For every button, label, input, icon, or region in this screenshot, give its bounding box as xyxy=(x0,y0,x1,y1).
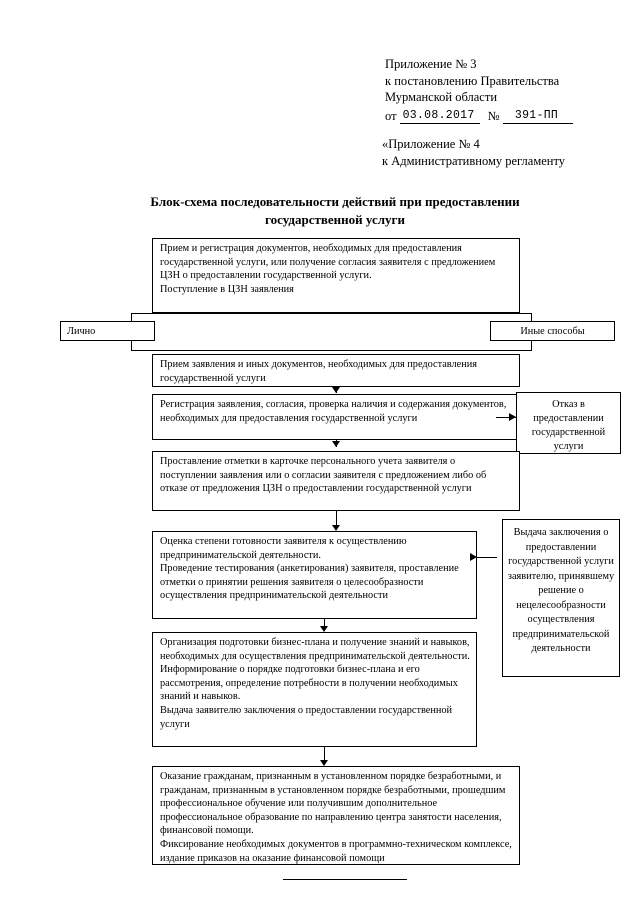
appendix-header: Приложение № 3 к постановлению Правитель… xyxy=(385,56,635,124)
flow-box-financial-assistance: Оказание гражданам, признанным в установ… xyxy=(152,766,520,865)
date-label: от xyxy=(385,108,397,123)
number-label: № xyxy=(487,108,500,123)
flow-box-intake: Прием и регистрация документов, необходи… xyxy=(152,238,520,313)
bottom-separator-rule xyxy=(283,879,407,880)
inner-appendix-header: «Приложение № 4 к Административному регл… xyxy=(382,136,637,169)
connector-box3-to-refusal xyxy=(496,417,516,418)
connector-box4-to-box5 xyxy=(336,511,337,529)
flow-label-other-methods: Иные способы xyxy=(490,321,615,341)
appendix-authority-line: к постановлению Правительства xyxy=(385,73,560,88)
appendix-region-line: Мурманской области xyxy=(385,90,498,104)
inner-appendix-number-line: «Приложение № 4 xyxy=(382,137,480,151)
page-title-line2: государственной услуги xyxy=(265,212,405,227)
flow-box-service-refusal: Отказ в предоставлении государственной у… xyxy=(516,392,621,454)
arrow-box5-to-conclusion xyxy=(470,553,477,561)
connector-box5-to-box6 xyxy=(324,619,325,631)
branch-bottom-horizontal xyxy=(131,350,532,351)
branch-top-horizontal xyxy=(131,313,532,314)
flow-box-readiness-assessment: Оценка степени готовности заявителя к ос… xyxy=(152,531,477,619)
inner-appendix-reglament-line: к Административному регламенту xyxy=(382,153,566,168)
arrow-box2-to-box3 xyxy=(332,387,340,393)
date-value: 03.08.2017 xyxy=(399,109,480,124)
flow-box-personal-record-mark: Проставление отметки в карточке персонал… xyxy=(152,451,520,511)
arrow-box4-to-box5 xyxy=(332,525,340,531)
number-value: 391-ПП xyxy=(502,109,573,124)
page-title-line1: Блок-схема последовательности действий п… xyxy=(150,194,520,209)
appendix-number-line: Приложение № 3 xyxy=(385,57,477,71)
arrow-box3-to-refusal xyxy=(509,413,516,421)
flow-box-business-plan-training: Организация подготовки бизнес-плана и по… xyxy=(152,632,477,747)
arrow-box5-to-box6 xyxy=(320,626,328,632)
connector-box5-to-conclusion xyxy=(477,557,497,558)
arrow-box3-to-box4 xyxy=(332,441,340,447)
arrow-box6-to-box7 xyxy=(320,760,328,766)
decree-date-row: от 03.08.2017 № 391-ПП xyxy=(385,108,635,124)
flow-box-conclusion-issuance: Выдача заключения о предоставлении госуд… xyxy=(502,519,620,677)
flow-box-receive-application: Прием заявления и иных документов, необх… xyxy=(152,354,520,387)
flow-label-in-person: Лично xyxy=(60,321,155,341)
connector-box6-to-box7 xyxy=(324,747,325,765)
page-title: Блок-схема последовательности действий п… xyxy=(100,193,570,229)
flow-box-registration-check: Регистрация заявления, согласия, проверк… xyxy=(152,394,520,440)
